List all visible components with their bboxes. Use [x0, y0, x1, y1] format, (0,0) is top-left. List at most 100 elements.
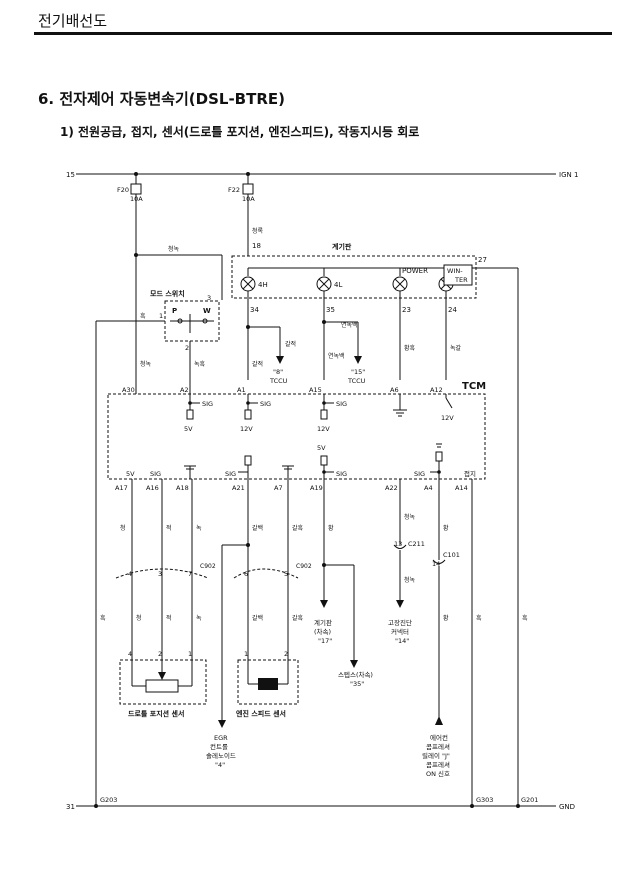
wire-color: 녹: [196, 615, 202, 622]
wire-color: 적: [166, 615, 172, 622]
lamp-4l: [316, 268, 332, 380]
wire-color: 녹갈: [450, 344, 462, 352]
gnd-rail-label: GND: [559, 803, 575, 811]
tcm-bottom-label: SIG: [225, 470, 236, 478]
ref-text: ON 신호: [426, 769, 450, 778]
ref-text: 콤프레셔: [426, 742, 450, 751]
tcm-pin: A16: [146, 484, 159, 492]
ign-rail-left-num: 15: [66, 171, 75, 179]
page-title: 6. 전자제어 자동변속기(DSL-BTRE): [38, 90, 285, 108]
tcm-pin: A6: [390, 386, 399, 394]
tccu-8-label: TCCU: [269, 377, 288, 385]
cluster-pin-18: 18: [252, 242, 261, 250]
tcm-pin: A17: [115, 484, 128, 492]
engine-speed-sensor: [237, 659, 299, 705]
connector-c211: [393, 544, 407, 549]
ref-text: "14": [395, 637, 409, 645]
tcm-volt: 12V: [240, 425, 253, 433]
fuse-f22-name: F22: [228, 186, 240, 194]
header-rule: [34, 32, 612, 35]
mode-switch-label: 모드 스위치: [150, 289, 185, 298]
pin: 2: [158, 650, 162, 658]
wire-color: 흑: [522, 614, 528, 622]
tps-label: 드로틀 포지션 센서: [128, 709, 184, 718]
tcm-pin: A7: [274, 484, 283, 492]
ref-text: 스텝스(차속): [338, 670, 373, 679]
tcm-sig: SIG: [260, 400, 271, 408]
tcm-module: [107, 393, 486, 480]
aircon-arrow: [435, 716, 443, 725]
wire-color: 청록: [252, 228, 264, 235]
lamp-4h: [240, 268, 256, 380]
tcm-pin: A22: [385, 484, 398, 492]
pin: 2: [284, 650, 288, 658]
tcm-bottom-volt: 5V: [317, 444, 326, 452]
cluster-speed-arrow: [320, 600, 328, 608]
wire-color: 흑: [476, 614, 482, 622]
tcm-sig: SIG: [336, 400, 347, 408]
lamp-winter: [438, 264, 473, 380]
lamp-power-pin: 23: [402, 306, 411, 314]
pin: 7: [188, 570, 192, 578]
egr-arrow: [218, 720, 226, 728]
wire-color: 갈백: [252, 614, 263, 622]
egr-ref-1: EGR: [214, 734, 228, 742]
pin: 5: [284, 570, 288, 578]
lamp-power: [392, 268, 408, 380]
ref-text: "17": [318, 637, 332, 645]
ref-text: (차속): [314, 627, 331, 636]
egr-ref-2: 컨트롤: [210, 742, 228, 751]
ref-text: "35": [350, 680, 364, 688]
tcm-volt: 12V: [317, 425, 330, 433]
wire-color: 청녹: [404, 514, 416, 521]
mode-switch-pin2: 2: [185, 344, 189, 352]
lamp-4h-pin: 34: [250, 306, 259, 314]
connector-c902-label: C902: [200, 563, 216, 570]
tcm-bottom-label: SIG: [336, 470, 347, 478]
wire-color: 황흑: [404, 344, 416, 352]
tcm-label: TCM: [462, 381, 486, 392]
lamp-power-label: POWER: [402, 267, 428, 275]
cluster-label: 계기판: [332, 242, 352, 251]
tccu-8-num: "8": [273, 368, 283, 376]
fuse-f22-rating: 10A: [242, 195, 255, 203]
tcm-pin: A12: [430, 386, 443, 394]
tcm-pin: A30: [122, 386, 135, 394]
connector-c211-label: C211: [408, 540, 425, 548]
wire-color: 황: [443, 614, 449, 622]
wire-color: 청녹: [140, 361, 152, 368]
tcm-bottom-label: SIG: [150, 470, 161, 478]
wire-color: 갈적: [285, 340, 296, 348]
wire-color: 갈백: [252, 524, 263, 532]
pin: 4: [128, 570, 132, 578]
wire-color: 청녹: [404, 577, 416, 584]
pin: 3: [158, 570, 162, 578]
ref-text: 커넥터: [391, 627, 409, 636]
mode-switch-pin3: 3: [207, 294, 211, 302]
tcm-volt: 12V: [441, 414, 454, 422]
gnd-rail-left-num: 31: [66, 803, 75, 811]
lamp-4h-label: 4H: [258, 281, 268, 289]
lamp-winter-label2: TER: [454, 276, 468, 284]
tcm-sig: SIG: [202, 400, 213, 408]
lamp-4l-pin: 35: [326, 306, 335, 314]
fuse-f20-rating: 10A: [130, 195, 143, 203]
fuse-f22: [242, 183, 254, 195]
diag-arrow: [396, 600, 404, 608]
wire-color: 연녹백: [328, 352, 345, 360]
pin: 1: [244, 650, 248, 658]
tccu-15-num: "15": [351, 368, 365, 376]
fuse-f20: [130, 183, 142, 195]
tcm-volt: 5V: [184, 425, 193, 433]
tcm-bottom-label: 5V: [126, 470, 135, 478]
wire-color: 청: [120, 525, 126, 532]
wire-color: 녹: [196, 525, 202, 532]
instrument-cluster: [231, 255, 477, 299]
pin: 4: [128, 650, 132, 658]
wire-color: 적: [166, 525, 172, 532]
section-header: 전기배선도: [38, 12, 108, 30]
connector-c101-label: C101: [443, 551, 460, 559]
tps-harness: [131, 268, 519, 806]
egr-ref-3: 솔레노이드: [206, 751, 236, 760]
